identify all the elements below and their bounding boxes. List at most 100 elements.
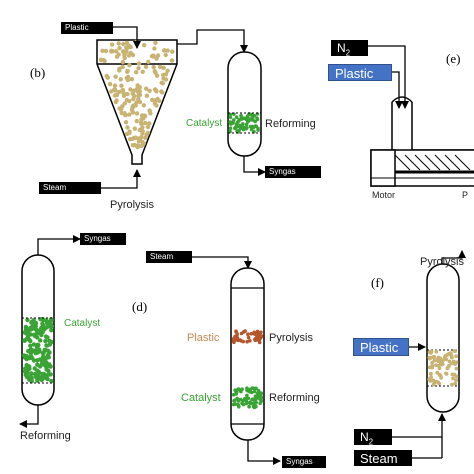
bed-particle	[124, 45, 129, 50]
bed-particle	[436, 364, 441, 368]
steam-label-b: Steam	[39, 182, 101, 194]
bed-particle	[428, 351, 433, 355]
bed-particle	[228, 126, 233, 130]
bed-particle	[136, 139, 142, 144]
bed-particle	[157, 64, 163, 70]
bed-particle	[255, 117, 260, 122]
bed-particle	[42, 374, 47, 379]
bed-particle	[451, 376, 455, 381]
bed-particle	[28, 343, 33, 348]
bed-particle	[49, 339, 54, 345]
catalyst-label-b: Catalyst	[186, 118, 223, 129]
bed-particle	[246, 332, 250, 337]
bed-particle	[120, 64, 125, 70]
bed-particle	[454, 354, 458, 359]
reforming-label-d: Reforming	[269, 392, 320, 404]
bed-particle	[144, 93, 150, 98]
bed-particle	[128, 50, 133, 56]
partial-label-e: P	[462, 190, 469, 200]
bed-particle	[34, 375, 40, 380]
bed-particle	[132, 126, 137, 131]
bed-particle	[114, 49, 119, 54]
bed-particle	[449, 361, 454, 366]
bed-particle	[127, 137, 133, 142]
catalyst-label-d: Catalyst	[181, 392, 221, 404]
bed-particle	[244, 126, 248, 131]
pyrolysis-outlet-f	[441, 250, 466, 264]
bed-particle	[245, 339, 249, 344]
pyrolysis-label-f: Pyrolysis	[420, 256, 465, 268]
bed-particle	[241, 122, 245, 126]
bed-particle	[252, 113, 257, 118]
bed-particle	[147, 121, 152, 126]
bed-particle	[445, 366, 450, 370]
bed-particle	[136, 66, 141, 71]
bed-particle	[125, 69, 130, 75]
bed-particle	[244, 117, 249, 122]
bed-particle	[427, 377, 431, 382]
bed-particle	[37, 347, 42, 352]
bed-particle	[36, 370, 42, 375]
bed-particle	[103, 48, 109, 54]
bed-particle	[35, 358, 40, 363]
bed-particle	[128, 87, 133, 92]
pyrolysis-label-d: Pyrolysis	[269, 332, 314, 344]
bed-particle	[40, 329, 45, 335]
bed-particle	[129, 77, 135, 82]
bed-particle	[437, 381, 441, 386]
bed-particle	[248, 124, 253, 129]
bed-particle	[141, 103, 146, 108]
bed-particle	[238, 397, 243, 402]
bed-particle	[163, 77, 169, 82]
bed-particle	[119, 83, 124, 88]
bed-particle	[428, 371, 433, 376]
bed-particle	[114, 92, 120, 98]
bed-particle	[151, 64, 156, 70]
bed-particle	[453, 381, 458, 386]
bed-particle	[252, 405, 257, 410]
bed-particle	[112, 87, 118, 92]
bed-particle	[43, 356, 48, 362]
bed-particle	[46, 368, 51, 374]
plastic-feed-line	[112, 26, 141, 49]
bed-particle	[123, 120, 129, 125]
syngas-label-c: Syngas	[80, 233, 126, 245]
steam-label-d: Steam	[146, 251, 192, 263]
bed-particle	[42, 347, 47, 353]
bed-particle	[155, 96, 160, 102]
panel-label-f: (f)	[371, 275, 384, 290]
bed-particle	[127, 62, 132, 68]
steam-feed-line-d	[192, 256, 252, 269]
bed-particle	[117, 66, 122, 72]
bed-particle	[248, 339, 252, 343]
bed-particle	[239, 113, 243, 118]
bed-particle	[45, 335, 50, 340]
bed-particle	[235, 125, 239, 129]
bed-particle	[145, 124, 151, 130]
bed-particle	[237, 117, 241, 122]
panel-label-e: (e)	[446, 51, 461, 66]
bed-particle	[251, 125, 256, 130]
bed-particle	[161, 65, 166, 71]
bed-particle	[124, 75, 129, 81]
bed-particle	[246, 335, 251, 340]
bed-particle	[131, 135, 137, 141]
bed-particle	[136, 61, 142, 66]
bed-particle	[28, 374, 33, 379]
bed-particle	[434, 349, 439, 354]
bed-particle	[140, 131, 145, 136]
motor-label: Motor	[372, 190, 396, 200]
bed-particle	[145, 130, 151, 136]
n2-feed-line	[368, 45, 409, 109]
bed-particle	[140, 69, 145, 75]
plastic-label-f: Plastic	[353, 338, 409, 356]
pyrolysis-label-b: Pyrolysis	[110, 199, 155, 211]
bed-particle	[254, 332, 258, 337]
bed-particle	[122, 55, 127, 61]
bed-particle	[134, 118, 139, 124]
bed-particle	[125, 125, 130, 130]
bed-particle	[254, 400, 258, 405]
bed-particle	[118, 77, 123, 82]
bed-particle	[257, 331, 262, 336]
